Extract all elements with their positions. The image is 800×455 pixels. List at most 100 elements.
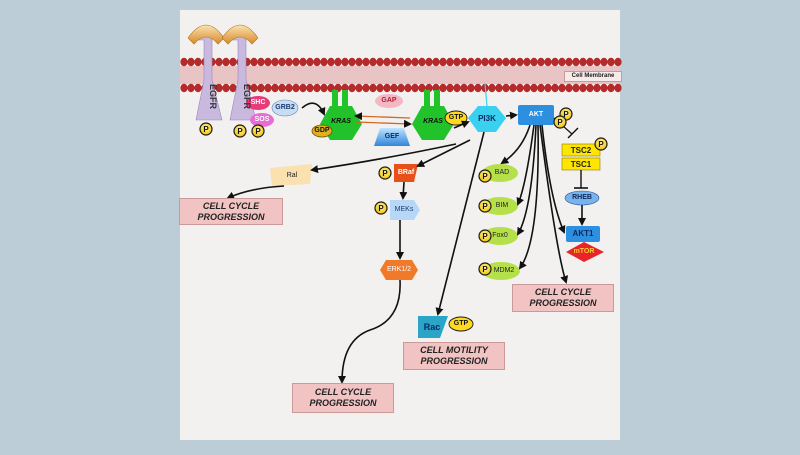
membrane-lipid-head bbox=[313, 83, 321, 93]
membrane-lipid-head bbox=[509, 57, 517, 67]
membrane-lipid-head bbox=[572, 57, 580, 67]
membrane-lipid-head bbox=[187, 57, 195, 67]
membrane-lipid-head bbox=[390, 57, 398, 67]
membrane-lipid-head bbox=[271, 83, 279, 93]
foxo-node bbox=[482, 227, 518, 245]
membrane-lipid-head bbox=[460, 57, 468, 67]
erk-label: ERK1/2 bbox=[386, 266, 412, 273]
membrane-lipid-head bbox=[544, 83, 552, 93]
membrane-lipid-head bbox=[474, 83, 482, 93]
sos-node bbox=[250, 113, 274, 127]
phosphate-label: P bbox=[203, 125, 209, 134]
membrane-lipid-head bbox=[460, 83, 468, 93]
membrane-lipid-head bbox=[250, 83, 258, 93]
sos-label: SOS bbox=[254, 116, 270, 123]
membrane-lipid-head bbox=[446, 83, 454, 93]
phosphate-label: P bbox=[482, 172, 488, 181]
phosphate-circle bbox=[478, 199, 492, 213]
phosphate-label: P bbox=[482, 232, 488, 241]
gef-label: GEF bbox=[384, 133, 400, 140]
membrane-lipid-head bbox=[369, 57, 377, 67]
membrane-lipid-head bbox=[579, 83, 587, 93]
cell-membrane bbox=[180, 57, 622, 93]
rac-label: Rac bbox=[423, 322, 441, 332]
membrane-lipid-head bbox=[439, 83, 447, 93]
rac-node bbox=[418, 316, 448, 338]
phosphate-circle bbox=[478, 169, 492, 183]
membrane-lipid-head bbox=[292, 83, 300, 93]
akt-node bbox=[518, 105, 554, 125]
akt-to-foxo-arrow bbox=[516, 124, 537, 236]
bad-label: BAD bbox=[494, 169, 510, 176]
membrane-lipid-head bbox=[551, 57, 559, 67]
phosphate-circle bbox=[478, 229, 492, 243]
outcome-erk-line2: PROGRESSION bbox=[309, 398, 377, 408]
membrane-lipid-head bbox=[306, 83, 314, 93]
membrane-lipid-head bbox=[278, 83, 286, 93]
membrane-lipid-head bbox=[537, 83, 545, 93]
membrane-lipid-head bbox=[194, 57, 202, 67]
membrane-lipid-head bbox=[586, 57, 594, 67]
pi3k-membrane-link bbox=[484, 83, 488, 107]
phosphate-circle bbox=[233, 124, 247, 138]
membrane-lipid-head bbox=[586, 83, 594, 93]
gap-label: GAP bbox=[381, 97, 397, 104]
braf-to-mek-arrow bbox=[399, 181, 408, 200]
rac-gtp-label: GTP bbox=[453, 320, 469, 327]
ral-to-outcome-arrow bbox=[226, 185, 285, 200]
membrane-lipid-head bbox=[257, 83, 265, 93]
membrane-lipid-head bbox=[285, 83, 293, 93]
membrane-lipid-head bbox=[355, 57, 363, 67]
phosphate-label: P bbox=[382, 169, 388, 178]
phosphate-label: P bbox=[482, 265, 488, 274]
membrane-lipid-head bbox=[502, 83, 510, 93]
kras-exchange-arrow bbox=[355, 119, 412, 128]
membrane-lipid-head bbox=[495, 57, 503, 67]
kras-to-pi3k-arrow bbox=[453, 120, 470, 129]
membrane-lipid-head bbox=[390, 83, 398, 93]
membrane-lipid-head bbox=[215, 83, 223, 93]
membrane-lipid-head bbox=[397, 83, 405, 93]
membrane-lipid-head bbox=[453, 83, 461, 93]
membrane-lipid-head bbox=[467, 83, 475, 93]
cell-cycle-outcome-akt: CELL CYCLE PROGRESSION bbox=[512, 284, 614, 312]
membrane-lipid-head bbox=[558, 83, 566, 93]
membrane-lipid-head bbox=[467, 57, 475, 67]
membrane-lipid-head bbox=[411, 83, 419, 93]
phosphate-label: P bbox=[482, 202, 488, 211]
membrane-lipid-head bbox=[600, 83, 608, 93]
membrane-lipid-head bbox=[327, 57, 335, 67]
bim-node bbox=[482, 197, 518, 215]
cell-membrane-label: Cell Membrane bbox=[564, 71, 622, 82]
phosphate-circle bbox=[478, 262, 492, 276]
membrane-lipid-head bbox=[544, 57, 552, 67]
mdm2-label: MDM2 bbox=[493, 267, 515, 274]
membrane-lipid-head bbox=[502, 57, 510, 67]
phosphate-circle bbox=[553, 115, 567, 129]
membrane-lipid-head bbox=[355, 83, 363, 93]
outcome-rac-line2: PROGRESSION bbox=[420, 356, 488, 366]
bim-label: BIM bbox=[495, 202, 509, 209]
phosphate-label: P bbox=[255, 127, 261, 136]
outcome-akt-line2: PROGRESSION bbox=[529, 298, 597, 308]
erk-to-outcome-arrow bbox=[338, 279, 401, 384]
phosphate-circle bbox=[374, 201, 388, 215]
membrane-lipid-head bbox=[348, 83, 356, 93]
outcome-akt-line1: CELL CYCLE bbox=[534, 287, 592, 297]
gtp-label: GTP bbox=[448, 114, 464, 121]
akt1-label: AKT1 bbox=[572, 229, 594, 238]
membrane-lipid-head bbox=[313, 57, 321, 67]
membrane-lipid-head bbox=[264, 83, 272, 93]
egfr-left-label: EGFR bbox=[208, 84, 218, 110]
membrane-lipid-head bbox=[558, 57, 566, 67]
kras-right-node bbox=[412, 90, 454, 140]
membrane-lipid-head bbox=[530, 83, 538, 93]
membrane-lipid-head bbox=[572, 83, 580, 93]
membrane-lipid-head bbox=[320, 83, 328, 93]
membrane-lipid-head bbox=[229, 83, 237, 93]
akt-inhibits-tsc-bar bbox=[567, 127, 579, 139]
membrane-lipid-head bbox=[320, 57, 328, 67]
membrane-lipid-head bbox=[614, 57, 622, 67]
kras-right-label: KRAS bbox=[423, 118, 443, 125]
tsc2-label: TSC2 bbox=[570, 146, 592, 155]
